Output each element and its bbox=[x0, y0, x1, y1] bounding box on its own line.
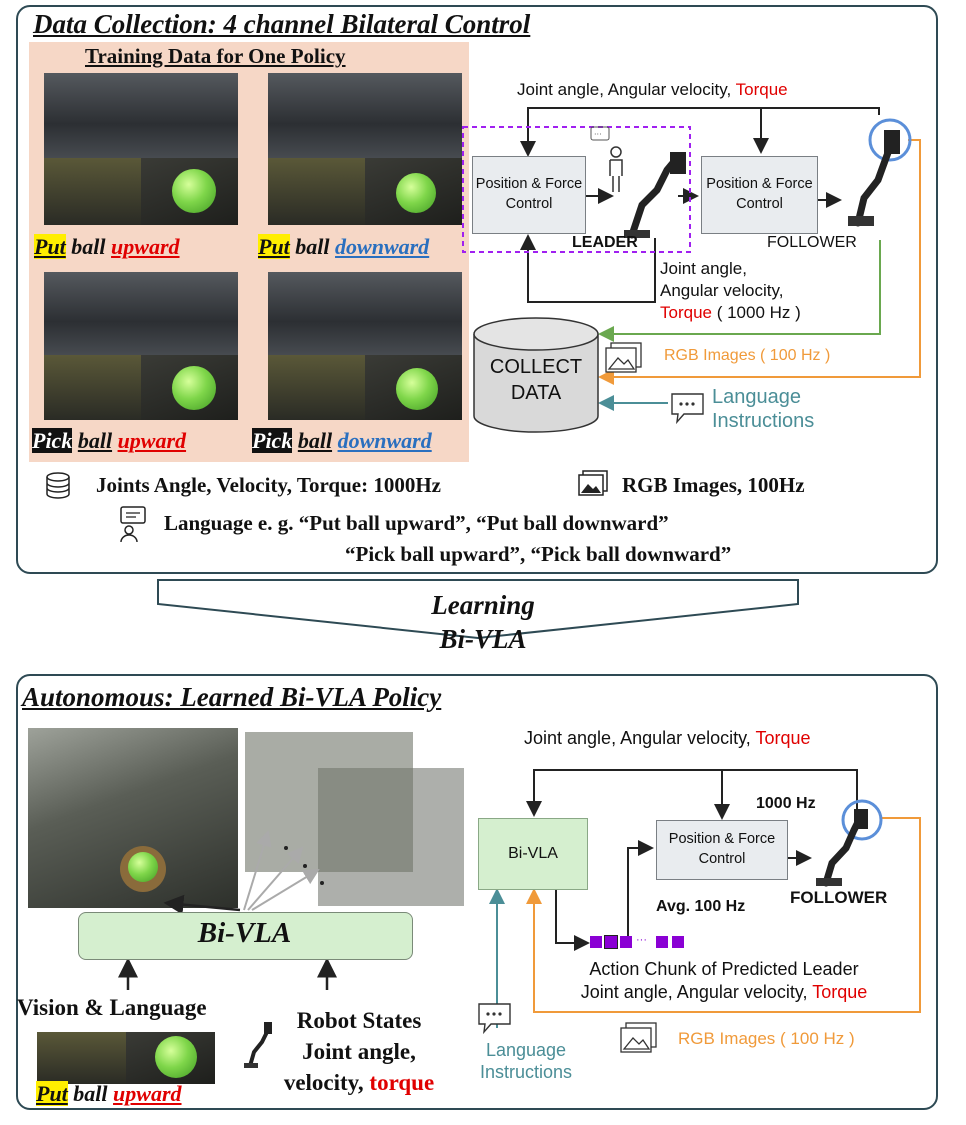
bottom-follower-label: FOLLOWER bbox=[790, 888, 888, 907]
bivla-box: Bi-VLA bbox=[478, 818, 588, 890]
language-chat-icon bbox=[671, 393, 704, 425]
demo-image-put-upward bbox=[44, 73, 238, 225]
collect-data-database-icon bbox=[473, 317, 599, 433]
svg-text:···: ··· bbox=[594, 130, 602, 139]
legend-language-line2: “Pick ball upward”, “Pick ball downward” bbox=[345, 542, 732, 566]
sequence-image-1 bbox=[28, 728, 238, 908]
bottom-language-chat-icon bbox=[478, 1003, 511, 1035]
legend-joints: Joints Angle, Velocity, Torque: 1000Hz bbox=[96, 473, 441, 497]
follower-robot-arm-icon bbox=[848, 130, 900, 227]
language-legend-icon bbox=[120, 506, 146, 543]
caption-pick-upward: Pick ball upward bbox=[32, 428, 187, 453]
data-collection-title: Data Collection: 4 channel Bilateral Con… bbox=[33, 9, 531, 39]
caption-put-upward: Put ball upward bbox=[34, 234, 180, 259]
leader-robot-arm-icon bbox=[624, 152, 686, 239]
bottom-rgb-label: RGB Images ( 100 Hz ) bbox=[678, 1029, 855, 1048]
rate-avg-100hz: Avg. 100 Hz bbox=[656, 898, 746, 915]
database-legend-icon bbox=[46, 472, 70, 499]
demo-image-pick-downward bbox=[268, 272, 462, 420]
image-legend-icon bbox=[578, 470, 608, 496]
rate-1000hz: 1000 Hz bbox=[756, 795, 816, 812]
demo-image-pick-upward bbox=[44, 272, 238, 420]
top-rgb-label: RGB Images ( 100 Hz ) bbox=[664, 347, 831, 364]
bottom-follower-robot-arm-icon bbox=[816, 809, 868, 887]
bottom-control-box: Position & Force Control bbox=[656, 820, 788, 880]
caption-pick-downward: Pick ball downward bbox=[252, 428, 432, 453]
top-feedback-label: Joint angle, Angular velocity, Torque bbox=[517, 80, 788, 99]
follower-label: FOLLOWER bbox=[767, 234, 857, 251]
legend-rgb: RGB Images, 100Hz bbox=[622, 473, 805, 497]
joint-state-label: Joint angle, Angular velocity, Torque ( … bbox=[660, 259, 801, 323]
legend-language-line1: Language e. g. “Put ball upward”, “Put b… bbox=[164, 511, 669, 535]
action-chunk-squares: ··· bbox=[590, 934, 690, 952]
bottom-rgb-images-icon bbox=[620, 1022, 657, 1053]
bivla-policy-block bbox=[78, 912, 413, 960]
rgb-images-icon bbox=[605, 342, 642, 373]
demo-image-put-downward bbox=[268, 73, 462, 225]
caption-put-downward: Put ball downward bbox=[258, 234, 430, 259]
input-image bbox=[37, 1032, 215, 1084]
leader-label: LEADER bbox=[572, 234, 638, 251]
input-caption: Put ball upward bbox=[36, 1081, 182, 1106]
follower-control-box: Position & Force Control bbox=[701, 156, 818, 234]
bottom-feedback-label: Joint angle, Angular velocity, Torque bbox=[524, 728, 811, 748]
learning-arrow bbox=[157, 579, 799, 640]
operator-person-icon: ··· bbox=[590, 126, 623, 192]
top-language-label: Language Instructions bbox=[712, 386, 815, 432]
bivla-policy-label: Bi-VLA bbox=[197, 917, 292, 949]
learning-bivla-text: Bi-VLA bbox=[439, 624, 527, 654]
bottom-language-label: Language Instructions bbox=[480, 1040, 573, 1082]
training-data-header: Training Data for One Policy bbox=[85, 44, 346, 68]
learning-text: Learning bbox=[431, 590, 535, 620]
collect-data-label: COLLECT DATA bbox=[489, 356, 583, 404]
autonomous-title: Autonomous: Learned Bi-VLA Policy bbox=[22, 682, 442, 712]
action-chunk-label: Action Chunk of Predicted Leader Joint a… bbox=[580, 959, 868, 1003]
sequence-image-2 bbox=[245, 732, 413, 872]
vision-language-label: Vision & Language bbox=[17, 995, 207, 1020]
robot-states-arm-icon bbox=[244, 1022, 272, 1068]
robot-states-label: Robot States Joint angle, velocity, torq… bbox=[283, 1008, 435, 1096]
leader-control-box: Position & Force Control bbox=[472, 156, 586, 234]
